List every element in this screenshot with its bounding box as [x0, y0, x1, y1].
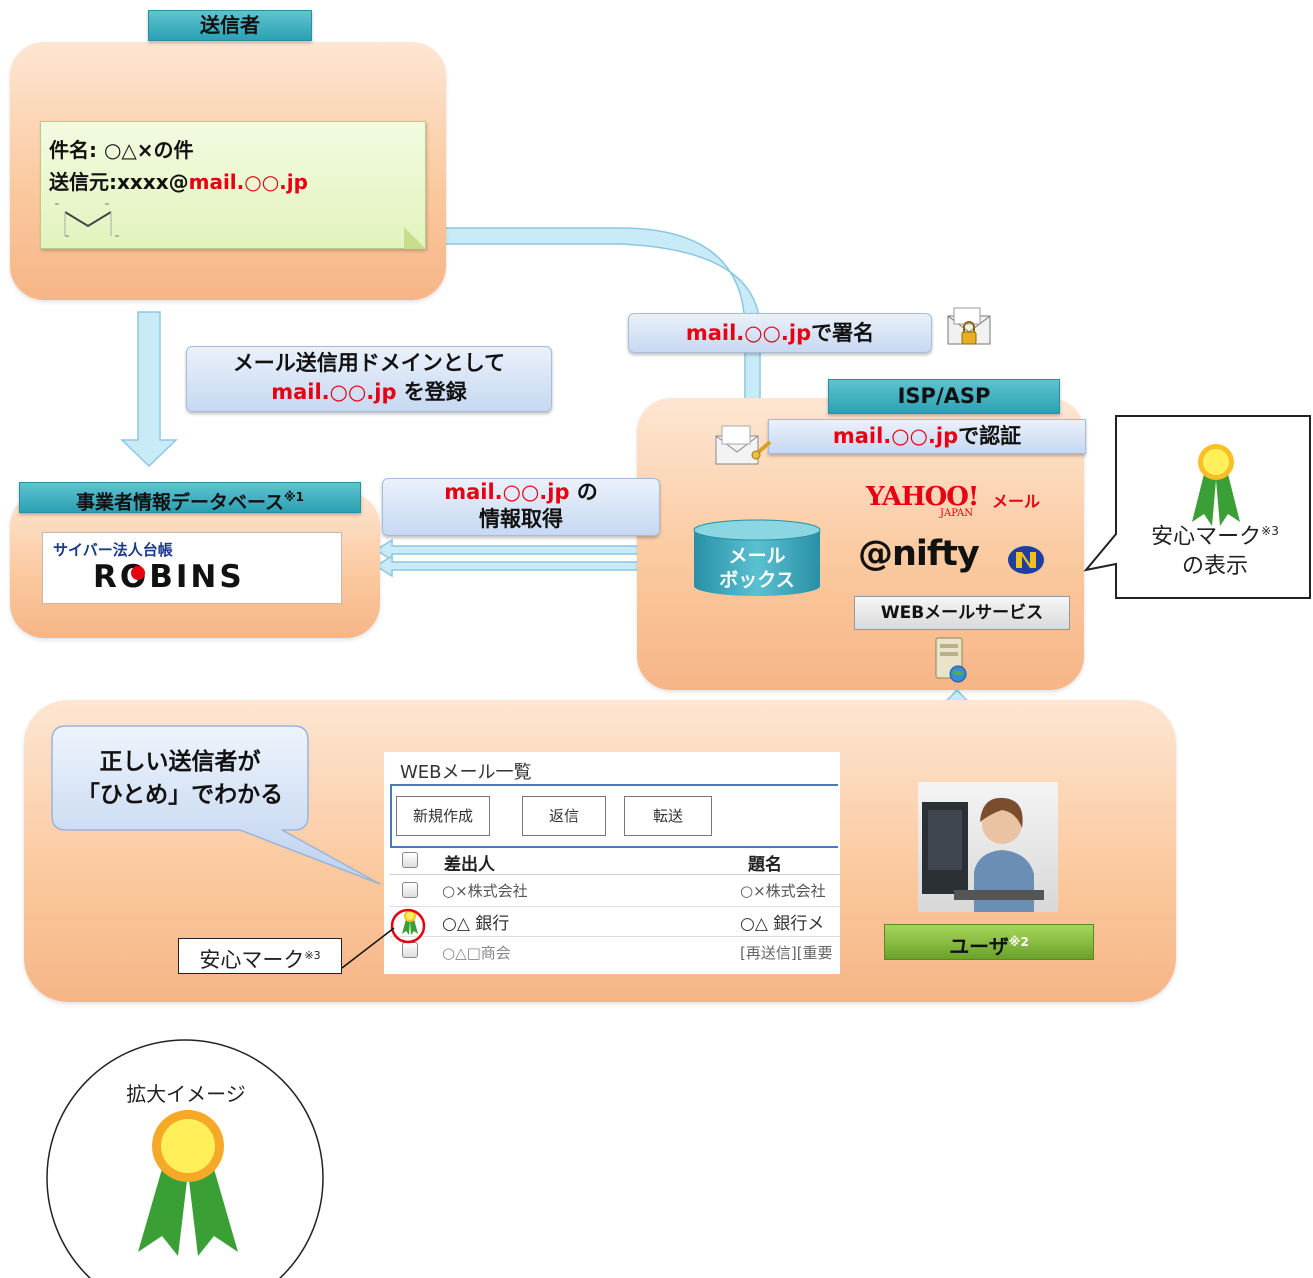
- nifty-n-icon: [1008, 546, 1044, 574]
- server-icon: [935, 637, 967, 683]
- speech-bubble-text: 正しい送信者が 「ひとめ」でわかる: [52, 746, 308, 812]
- email-note-card: 件名: ○△×の件 送信元:xxxx@mail.○○.jp: [40, 121, 426, 249]
- fetch-note-domain: mail.○○.jp: [444, 480, 570, 504]
- zoom-badge-icon: [138, 1110, 238, 1256]
- mail-row[interactable]: ○△□商会 [再送信][重要: [390, 936, 840, 966]
- yahoo-mail-text: メール: [992, 492, 1041, 511]
- user-label-text: ユーザ: [949, 934, 1009, 959]
- verified-mail-icon: [715, 425, 772, 465]
- mark-label: 安心マーク※3: [178, 938, 342, 974]
- webmail-toolbar: [390, 784, 838, 848]
- fetch-note: mail.○○.jp の 情報取得: [382, 478, 660, 536]
- callout-right-text: 安心マーク※3 の表示: [1120, 516, 1310, 582]
- yahoo-mail-logo: YAHOO! メール JAPAN: [866, 482, 1056, 522]
- yahoo-wordmark: YAHOO!: [866, 482, 979, 512]
- nifty-wordmark: @nifty: [858, 534, 980, 574]
- row-sender: ○△ 銀行: [442, 914, 510, 934]
- select-all-checkbox[interactable]: [402, 852, 418, 868]
- email-from-prefix: 送信元:xxxx@: [49, 170, 189, 194]
- web-mail-service-label: WEBメールサービス: [854, 596, 1070, 630]
- yahoo-japan-text: JAPAN: [940, 508, 974, 519]
- mark-label-pointer: [341, 927, 395, 969]
- robins-subtitle: サイバー法人台帳: [53, 541, 173, 559]
- row-checkbox[interactable]: [402, 882, 418, 898]
- fetch-note-line2: 情報取得: [479, 507, 563, 531]
- row-subject: ○×株式会社: [740, 882, 826, 900]
- badge-icon: [1192, 444, 1240, 526]
- speech-bubble-line2: 「ひとめ」でわかる: [76, 782, 284, 808]
- register-note: メール送信用ドメインとして mail.○○.jp を登録: [186, 346, 552, 412]
- zoom-label: 拡大イメージ: [126, 1082, 246, 1106]
- sign-note-domain: mail.○○.jp: [685, 321, 812, 345]
- mark-label-text: 安心マーク: [199, 948, 305, 972]
- robins-wordmark: ROBINS: [93, 559, 245, 595]
- callout-right-line2: の表示: [1181, 554, 1248, 580]
- robins-logo-card: サイバー法人台帳 ROBINS: [42, 532, 342, 604]
- webmail-window: WEBメール一覧 新規作成 返信 転送 差出人 題名 ○×株式会社 ○×株式会社…: [384, 752, 840, 974]
- forward-button[interactable]: 転送: [624, 796, 712, 836]
- robins-red-o: [131, 566, 145, 580]
- sign-note-suffix: で署名: [811, 321, 875, 345]
- register-note-domain: mail.○○.jp: [271, 380, 397, 404]
- mail-row[interactable]: ○×株式会社 ○×株式会社: [390, 876, 840, 907]
- webmail-title: WEBメール一覧: [400, 762, 532, 783]
- sign-note: mail.○○.jpで署名: [628, 313, 932, 353]
- mailbox-label-line1: メール: [728, 545, 786, 567]
- signed-mail-icon: [947, 307, 991, 345]
- speech-bubble-line1: 正しい送信者が: [99, 749, 261, 775]
- auth-note: mail.○○.jpで認証: [768, 419, 1086, 454]
- nifty-logo: @nifty: [858, 534, 1058, 584]
- new-mail-button[interactable]: 新規作成: [396, 796, 490, 836]
- speech-bubble-frame: [51, 725, 381, 885]
- sender-tag: 送信者: [148, 10, 312, 41]
- reply-button[interactable]: 返信: [522, 796, 606, 836]
- register-flow-arrow: [120, 311, 178, 468]
- user-label: ユーザ※2: [884, 924, 1094, 960]
- mailbox-cylinder: [693, 519, 821, 596]
- database-tag-note: ※1: [284, 490, 305, 504]
- mailbox-label-line2: ボックス: [719, 569, 795, 591]
- register-note-suffix: を登録: [396, 380, 467, 404]
- fetch-note-suffix: の: [569, 480, 598, 504]
- database-tag: 事業者情報データベース※1: [19, 482, 361, 513]
- row-subject: ○△ 銀行メ: [740, 914, 825, 934]
- column-sender[interactable]: 差出人: [444, 855, 495, 875]
- badge-highlight-circle: [390, 908, 426, 944]
- trust-badge-icon: [402, 910, 418, 935]
- auth-note-domain: mail.○○.jp: [832, 424, 959, 448]
- email-from-domain: mail.○○.jp: [188, 170, 308, 194]
- email-subject: 件名: ○△×の件: [49, 138, 194, 162]
- user-photo: [918, 782, 1058, 912]
- database-tag-label: 事業者情報データベース: [75, 491, 285, 514]
- user-label-note: ※2: [1008, 935, 1029, 949]
- row-sender: ○△□商会: [442, 944, 511, 962]
- mail-list-header: 差出人 題名: [390, 846, 840, 875]
- mail-row[interactable]: ○△ 銀行 ○△ 銀行メ: [390, 906, 840, 937]
- row-sender: ○×株式会社: [442, 882, 528, 900]
- register-note-line1: メール送信用ドメインとして: [232, 351, 506, 375]
- email-from: 送信元:xxxx@mail.○○.jp: [49, 166, 308, 195]
- column-subject[interactable]: 題名: [748, 855, 782, 875]
- callout-right-line1: 安心マーク: [1151, 524, 1262, 550]
- isp-tag: ISP/ASP: [828, 379, 1060, 414]
- mark-label-note: ※3: [304, 949, 321, 962]
- callout-right-note: ※3: [1261, 524, 1279, 538]
- envelope-icon: [54, 203, 122, 237]
- mailbox-label: メール ボックス: [692, 544, 822, 592]
- row-subject: [再送信][重要: [740, 944, 833, 962]
- auth-note-suffix: で認証: [958, 424, 1022, 448]
